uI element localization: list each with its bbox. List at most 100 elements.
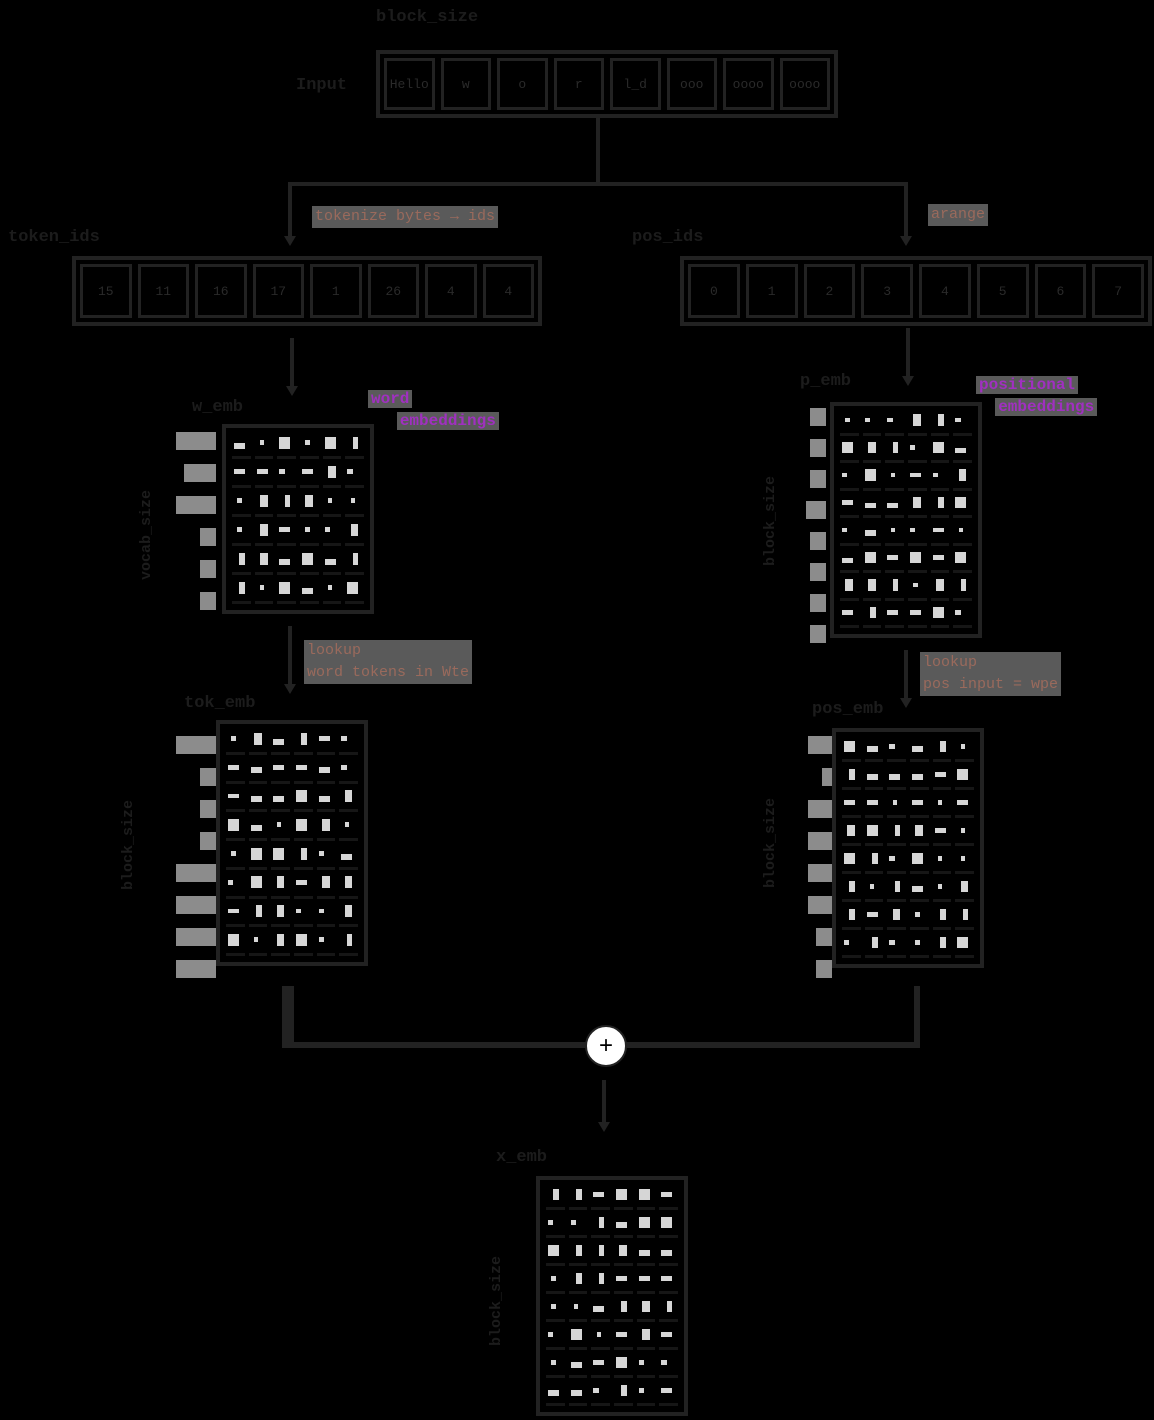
matrix-cell [254,550,274,575]
block-size-axis-label: block_size [120,799,137,890]
matrix-cell [909,878,929,902]
row-labels [168,432,216,610]
matrix-cell [232,492,251,517]
matrix-cell [248,730,268,755]
arrow-down-icon [900,698,912,708]
pos-id: 6 [1034,264,1087,318]
connector-line [904,182,908,238]
matrix-cell [568,1214,588,1238]
matrix-cell [907,549,927,573]
matrix-cell [254,579,274,604]
matrix-cell [613,1214,633,1238]
matrix-cell [636,1354,656,1378]
matrix-cell [887,766,906,790]
input-row-label: Input [296,76,348,95]
token-ids-array: 15 11 16 17 1 26 4 4 [72,256,542,326]
token-embedding-matrix [216,720,368,966]
matrix-cell [293,730,313,755]
matrix-cell [345,521,364,546]
matrix-cell [591,1354,610,1378]
matrix-cell [316,845,336,870]
matrix-cell [293,873,313,899]
matrix-cell [636,1298,656,1322]
matrix-cell [568,1354,588,1378]
matrix-cell [254,521,274,546]
matrix-cell [840,494,859,518]
matrix-cell [248,816,268,841]
matrix-cell [248,845,268,870]
matrix-cell [953,604,972,628]
matrix-cell [226,758,245,784]
matrix-cell [254,463,274,488]
pos-ids-label: pos_ids [632,228,704,247]
matrix-cell [953,494,972,518]
matrix-cell [613,1298,633,1322]
matrix-cell [862,439,882,463]
matrix-cell [316,730,336,755]
matrix-cell [316,816,336,841]
row-labels [176,736,216,978]
matrix-cell [636,1326,656,1350]
matrix-cell [955,850,974,874]
pos-id: 4 [919,264,971,318]
matrix-cell [862,522,882,546]
matrix-cell [862,412,882,436]
matrix-cell [862,494,882,518]
positional-embedding-matrix-label: p_emb [800,372,852,391]
matrix-cell [932,766,952,790]
matrix-cell [271,758,290,784]
matrix-cell [953,412,972,436]
result-matrix-label: x_emb [496,1148,548,1167]
matrix-cell [277,550,296,575]
arrow-down-icon [902,376,914,386]
block-size-axis-label: block_size [762,797,779,888]
input-token: o [497,58,548,110]
matrix-cell [864,738,884,762]
matrix-cell [316,758,336,784]
connector-line [626,1042,920,1048]
matrix-cell [271,816,290,841]
matrix-cell [636,1270,656,1294]
matrix-cell [322,521,342,546]
matrix-cell [613,1326,633,1350]
connector-line [906,328,910,378]
matrix-cell [293,902,313,928]
matrix-cell [842,738,861,762]
matrix-cell [546,1214,565,1238]
token-id: 11 [137,264,189,318]
matrix-cell [271,902,290,928]
matrix-cell [887,906,906,930]
word-embedding-matrix-label: w_emb [192,398,244,417]
matrix-cell [864,934,884,958]
matrix-cell [271,845,290,870]
matrix-cell [907,467,927,491]
arrow-down-icon [286,386,298,396]
matrix-cell [864,906,884,930]
matrix-cell [293,816,313,841]
matrix-cell [322,492,342,517]
result-embedding-matrix [536,1176,688,1416]
matrix-cell [226,931,245,956]
token-id: 16 [195,264,247,318]
matrix-cell [659,1270,678,1294]
matrix-cell [930,522,950,546]
matrix-cell [887,850,906,874]
matrix-cell [885,467,904,491]
matrix-cell [226,845,245,870]
matrix-cell [345,579,364,604]
connector-line [288,182,292,238]
matrix-cell [277,492,296,517]
arrow-down-icon [900,236,912,246]
token-id: 26 [367,264,419,318]
matrix-cell [613,1354,633,1378]
matrix-cell [885,412,904,436]
matrix-cell [636,1186,656,1210]
matrix-cell [659,1382,678,1406]
matrix-cell [339,873,358,899]
matrix-cell [862,467,882,491]
matrix-cell [277,579,296,604]
matrix-cell [299,434,319,459]
matrix-cell [568,1382,588,1406]
matrix-cell [659,1242,678,1266]
matrix-cell [591,1214,610,1238]
